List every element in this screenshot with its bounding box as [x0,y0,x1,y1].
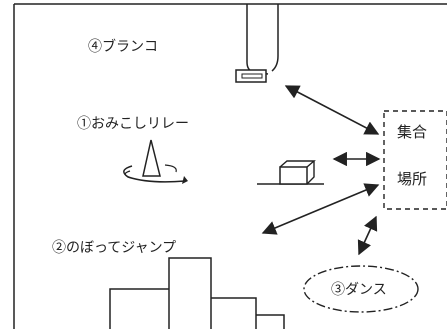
relay-cone-icon [123,139,188,184]
jump-label: ②のぼってジャンプ [52,240,176,256]
meeting-place-label-1: 集合 [397,123,427,141]
relay-label: ①おみこしリレー [77,116,189,132]
dance-label: ③ダンス [331,282,387,298]
arrow-dance-meeting [357,215,378,256]
climbing-blocks-icon [109,257,285,329]
dance-area-ellipse [303,265,419,313]
meeting-place-box [383,110,447,210]
arrow-jump-meeting [261,183,380,235]
swing-icon [235,4,279,83]
area-boundary [13,3,447,329]
arrow-swing-meeting [284,85,380,135]
swing-label: ④ブランコ [88,38,158,55]
meeting-place-label-2: 場所 [397,170,427,188]
box-platform-icon [257,160,324,185]
